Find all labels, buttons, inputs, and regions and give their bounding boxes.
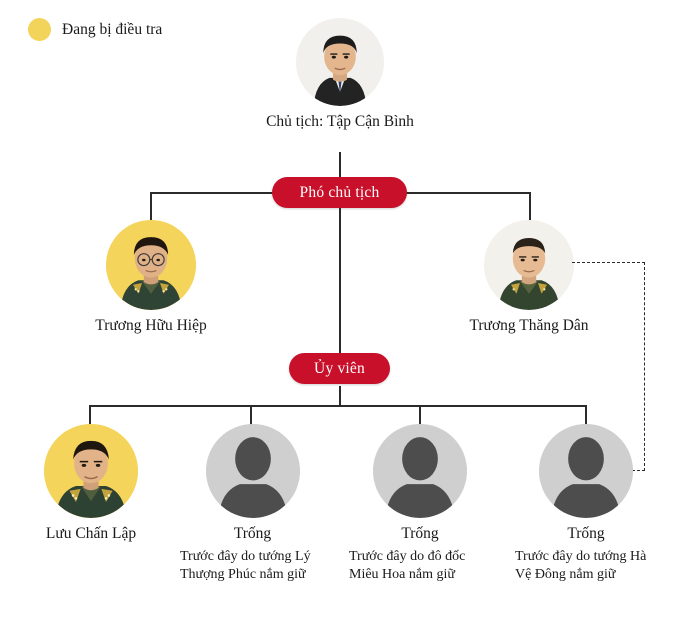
node-vice-chairman-1-name: Trương Hữu Hiệp: [95, 317, 207, 334]
node-member-2: Trống Trước đây do tướng Lý Thượng Phúc …: [180, 424, 325, 585]
connector-chairman-stem: [339, 152, 341, 193]
node-chairman-name: Chủ tịch: Tập Cận Bình: [266, 113, 414, 130]
node-member-4-name: Trống: [567, 525, 605, 542]
node-vice-chairman-2: Trương Thăng Dân: [469, 220, 589, 336]
node-chairman: Chủ tịch: Tập Cận Bình: [266, 18, 414, 132]
connector-member-drop-2: [250, 405, 252, 425]
connector-member-drop-4: [585, 405, 587, 425]
node-member-3: Trống Trước đây do đô đốc Miêu Hoa nắm g…: [349, 424, 491, 585]
node-member-2-note: Trước đây do tướng Lý Thượng Phúc nắm gi…: [180, 548, 311, 583]
empty-person-icon: [205, 424, 300, 518]
node-member-2-name: Trống: [233, 525, 272, 542]
avatar-member-2: [205, 424, 300, 518]
portrait-zhang-shengmin-icon: [484, 220, 574, 310]
dashed-connector-top: [572, 262, 645, 263]
group-label-member-text: Ủy viên: [314, 359, 365, 377]
group-label-member[interactable]: Ủy viên: [289, 353, 390, 384]
avatar-member-3: [373, 424, 467, 518]
connector-vice-right-drop: [529, 192, 531, 221]
legend: Đang bị điều tra: [28, 18, 162, 41]
connector-member-drop-1: [89, 405, 91, 425]
empty-person-icon: [539, 424, 633, 518]
avatar-vice-chairman-1: [106, 220, 196, 310]
node-member-4: Trống Trước đây do tướng Hà Vệ Đông nắm …: [515, 424, 657, 585]
connector-vice-left-drop: [150, 192, 152, 221]
node-member-3-name: Trống: [401, 525, 439, 542]
dashed-connector-side: [644, 262, 645, 471]
avatar-vice-chairman-2: [484, 220, 574, 310]
group-label-vice-chairman-text: Phó chủ tịch: [299, 183, 380, 201]
node-member-1-name: Lưu Chấn Lập: [45, 525, 137, 542]
portrait-zhang-youxia-icon: [106, 220, 196, 310]
connector-member-stem: [339, 208, 341, 356]
node-vice-chairman-1: Trương Hữu Hiệp: [92, 220, 210, 336]
node-member-3-note: Trước đây do đô đốc Miêu Hoa nắm giữ: [349, 548, 466, 583]
node-member-4-note: Trước đây do tướng Hà Vệ Đông nắm giữ: [515, 548, 647, 583]
portrait-liu-zhenli-icon: [44, 424, 138, 518]
avatar-member-1: [44, 424, 138, 518]
avatar-chairman: [296, 18, 384, 106]
empty-person-icon: [373, 424, 467, 518]
connector-member-drop-3: [419, 405, 421, 425]
node-member-1: Lưu Chấn Lập: [35, 424, 147, 544]
legend-label: Đang bị điều tra: [62, 20, 163, 38]
connector-member-bar: [89, 405, 586, 407]
group-label-vice-chairman[interactable]: Phó chủ tịch: [272, 177, 407, 208]
portrait-xi-jinping-icon: [296, 18, 384, 106]
investigation-dot-icon: [28, 18, 51, 41]
connector-member-stem-lower: [339, 386, 341, 406]
node-vice-chairman-2-name: Trương Thăng Dân: [469, 317, 589, 334]
avatar-member-4: [539, 424, 633, 518]
